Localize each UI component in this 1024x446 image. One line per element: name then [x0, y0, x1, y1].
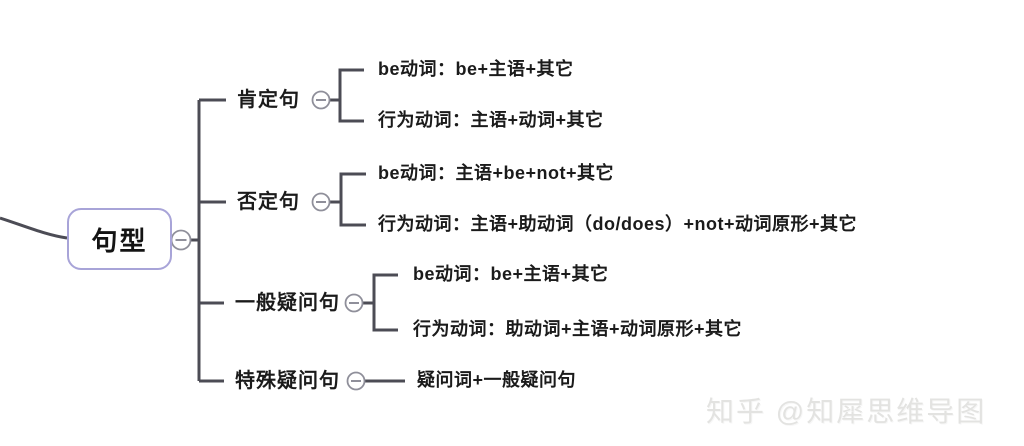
root-node[interactable]: 句型: [67, 208, 172, 270]
parent-connector-line: [0, 216, 68, 240]
collapse-toggle-root[interactable]: [170, 229, 192, 251]
branch1-bracket: [338, 68, 364, 123]
branch-node-special-question[interactable]: 特殊疑问句: [235, 370, 340, 392]
collapse-toggle-branch1[interactable]: [311, 90, 331, 110]
child-node-negative-action[interactable]: 行为动词：主语+助动词（do/does）+not+动词原形+其它: [378, 214, 858, 235]
branch-node-negative[interactable]: 否定句: [237, 191, 300, 213]
root-node-label: 句型: [91, 225, 148, 256]
branch3-bracket: [372, 273, 398, 332]
branch-node-affirmative[interactable]: 肯定句: [237, 89, 300, 111]
collapse-toggle-branch4[interactable]: [346, 371, 366, 391]
child-node-general-question-action[interactable]: 行为动词：助动词+主语+动词原形+其它: [413, 319, 743, 340]
child-node-general-question-be[interactable]: be动词：be+主语+其它: [413, 264, 609, 285]
branch2-bracket: [339, 172, 366, 227]
collapse-toggle-branch2[interactable]: [311, 192, 331, 212]
child-node-negative-be[interactable]: be动词：主语+be+not+其它: [378, 163, 615, 184]
connector-lines: [0, 68, 405, 383]
watermark-text: 知乎 @知犀思维导图: [706, 396, 987, 427]
child-node-special-question-formula[interactable]: 疑问词+一般疑问句: [417, 370, 577, 391]
child-node-affirmative-action[interactable]: 行为动词：主语+动词+其它: [378, 110, 604, 131]
branch-node-general-question[interactable]: 一般疑问句: [235, 292, 340, 314]
collapse-toggle-branch3[interactable]: [344, 293, 364, 313]
child-node-affirmative-be[interactable]: be动词：be+主语+其它: [378, 59, 574, 80]
